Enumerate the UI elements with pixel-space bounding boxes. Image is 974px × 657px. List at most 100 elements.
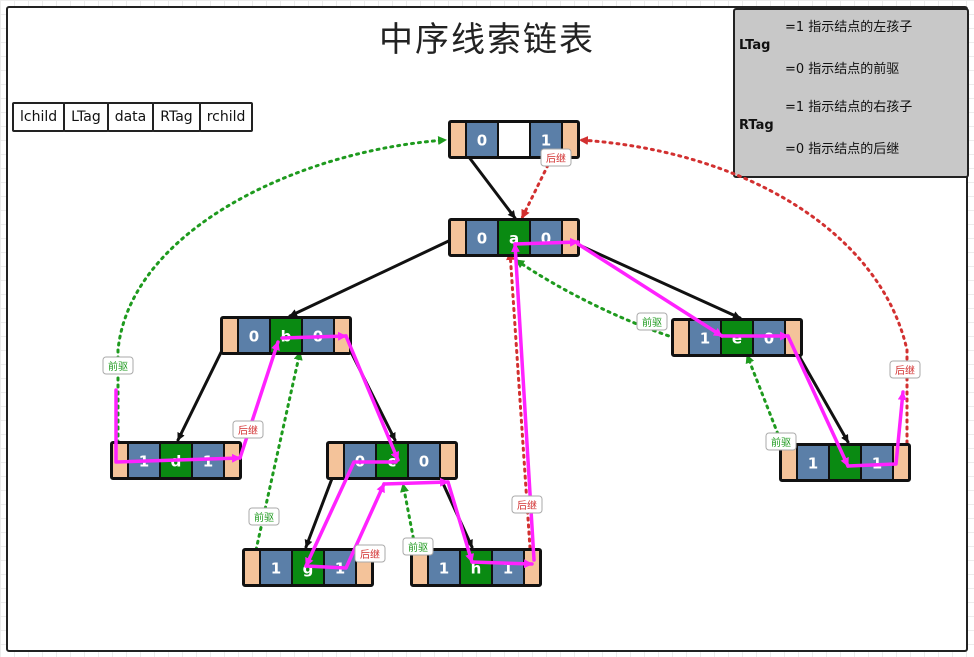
label-box [102, 356, 134, 375]
ltag-cell-text: 1 [439, 560, 449, 578]
rtag-cell-text: 1 [203, 453, 213, 471]
label-box [540, 148, 572, 167]
field-lchild: lchild [12, 102, 66, 132]
label-box [232, 420, 264, 439]
traversal-path-d-rtag [114, 388, 242, 464]
label-text: 后继 [360, 548, 380, 561]
label-box [511, 495, 543, 514]
legend-ltag-1: =1 指示结点的左孩子 [785, 20, 913, 35]
field-ltag: LTag [63, 102, 109, 132]
traversal-path-c-to-h [446, 480, 475, 564]
traversal-path-f-rtag [846, 390, 907, 468]
ltag-cell-text: 1 [700, 330, 710, 348]
rtag-cell [491, 549, 525, 586]
rchild-cell [439, 442, 457, 479]
label-pred-g: 前驱 [248, 507, 280, 526]
traversal-path-b-to-c [344, 334, 400, 462]
rchild-cell [223, 442, 241, 479]
label-text: 前驱 [254, 511, 274, 524]
label-box [889, 360, 921, 379]
rtag-cell [529, 219, 563, 256]
ltag-cell [465, 121, 499, 158]
label-text: 前驱 [771, 436, 791, 449]
data-cell-text: h [471, 560, 482, 578]
data-cell [459, 549, 493, 586]
traversal-path-b-rtag [280, 331, 348, 341]
rtag-cell-text: 0 [764, 330, 774, 348]
lchild-cell [449, 121, 467, 158]
label-succ-head: 后继 [540, 148, 572, 167]
traversal-path-d-to-b [238, 340, 280, 460]
node-h: 1 h 1 [410, 548, 542, 587]
legend-ltag-key: LTag [739, 38, 771, 53]
label-text: 后继 [238, 424, 258, 437]
lchild-cell [221, 317, 239, 354]
rtag-cell-text: 0 [541, 230, 551, 248]
node-structure-legend: lchild LTag data RTag rchild [12, 102, 254, 132]
traversal-path-a-to-e [576, 242, 724, 338]
label-text: 前驱 [408, 541, 428, 554]
succ-thread-f-to-head [578, 136, 909, 452]
label-succ-d: 后继 [232, 420, 264, 439]
data-cell [497, 121, 531, 158]
traversal-path-c-to-g [304, 460, 398, 568]
traversal-path-c-rtag [382, 477, 450, 487]
data-cell-text: e [732, 330, 742, 348]
label-succ-h: 后继 [511, 495, 543, 514]
pred-thread-d-to-head [116, 136, 448, 445]
label-pred-d: 前驱 [102, 356, 134, 375]
traversal-path-h-rtag [470, 559, 534, 569]
lchild-cell [672, 319, 690, 356]
diagram-title: 中序线索链表 [379, 20, 595, 60]
label-text: 前驱 [642, 316, 662, 329]
rtag-cell-text: 1 [541, 132, 551, 150]
label-box [765, 432, 797, 451]
tree-edge-a-e [566, 238, 742, 320]
label-text: 后继 [517, 499, 537, 512]
ltag-cell-text: 0 [249, 328, 259, 346]
label-text: 后继 [895, 364, 915, 377]
label-succ-f: 后继 [889, 360, 921, 379]
rchild-cell [561, 219, 579, 256]
succ-thread-head-to-a [520, 163, 550, 220]
traversal-path-e-to-f [786, 334, 850, 468]
traversal-path-g-to-c [304, 482, 386, 570]
pred-thread-h-to-c [400, 482, 418, 554]
rtag-cell-text: 1 [503, 560, 513, 578]
pred-thread-f-to-e [745, 353, 785, 449]
lchild-cell [449, 219, 467, 256]
label-box [354, 544, 386, 563]
tree-edge-c-g [304, 466, 338, 549]
tree-edge-a-b [288, 236, 457, 318]
label-box [248, 507, 280, 526]
legend-rtag-key: RTag [739, 118, 774, 133]
label-pred-f: 前驱 [765, 432, 797, 451]
ltag-cell-text: 0 [477, 132, 487, 150]
tag-legend-box: =1 指示结点的左孩子 LTag =0 指示结点的前驱 =1 指示结点的右孩子 … [733, 8, 969, 178]
field-rchild: rchild [198, 102, 254, 132]
ltag-cell [427, 549, 461, 586]
label-text: 后继 [546, 152, 566, 165]
label-box [402, 537, 434, 556]
lchild-cell [327, 442, 345, 479]
pred-thread-e-to-a [514, 258, 677, 340]
legend-rtag-0: =0 指示结点的后继 [785, 142, 900, 157]
data-cell-text: a [509, 230, 519, 248]
lchild-cell [243, 549, 261, 586]
label-text: 前驱 [108, 360, 128, 373]
ltag-cell-text: 1 [271, 560, 281, 578]
ltag-cell-text: 0 [477, 230, 487, 248]
ltag-cell-text: 1 [808, 455, 818, 473]
data-cell-text: g [303, 560, 314, 578]
rtag-cell-text: 0 [419, 453, 429, 471]
traversal-path-a-rtag [513, 237, 580, 247]
rtag-cell [407, 442, 441, 479]
label-pred-e: 前驱 [636, 312, 668, 331]
legend-ltag-0: =0 指示结点的前驱 [785, 62, 900, 77]
label-box [636, 312, 668, 331]
label-pred-h: 前驱 [402, 537, 434, 556]
label-succ-g: 后继 [354, 544, 386, 563]
